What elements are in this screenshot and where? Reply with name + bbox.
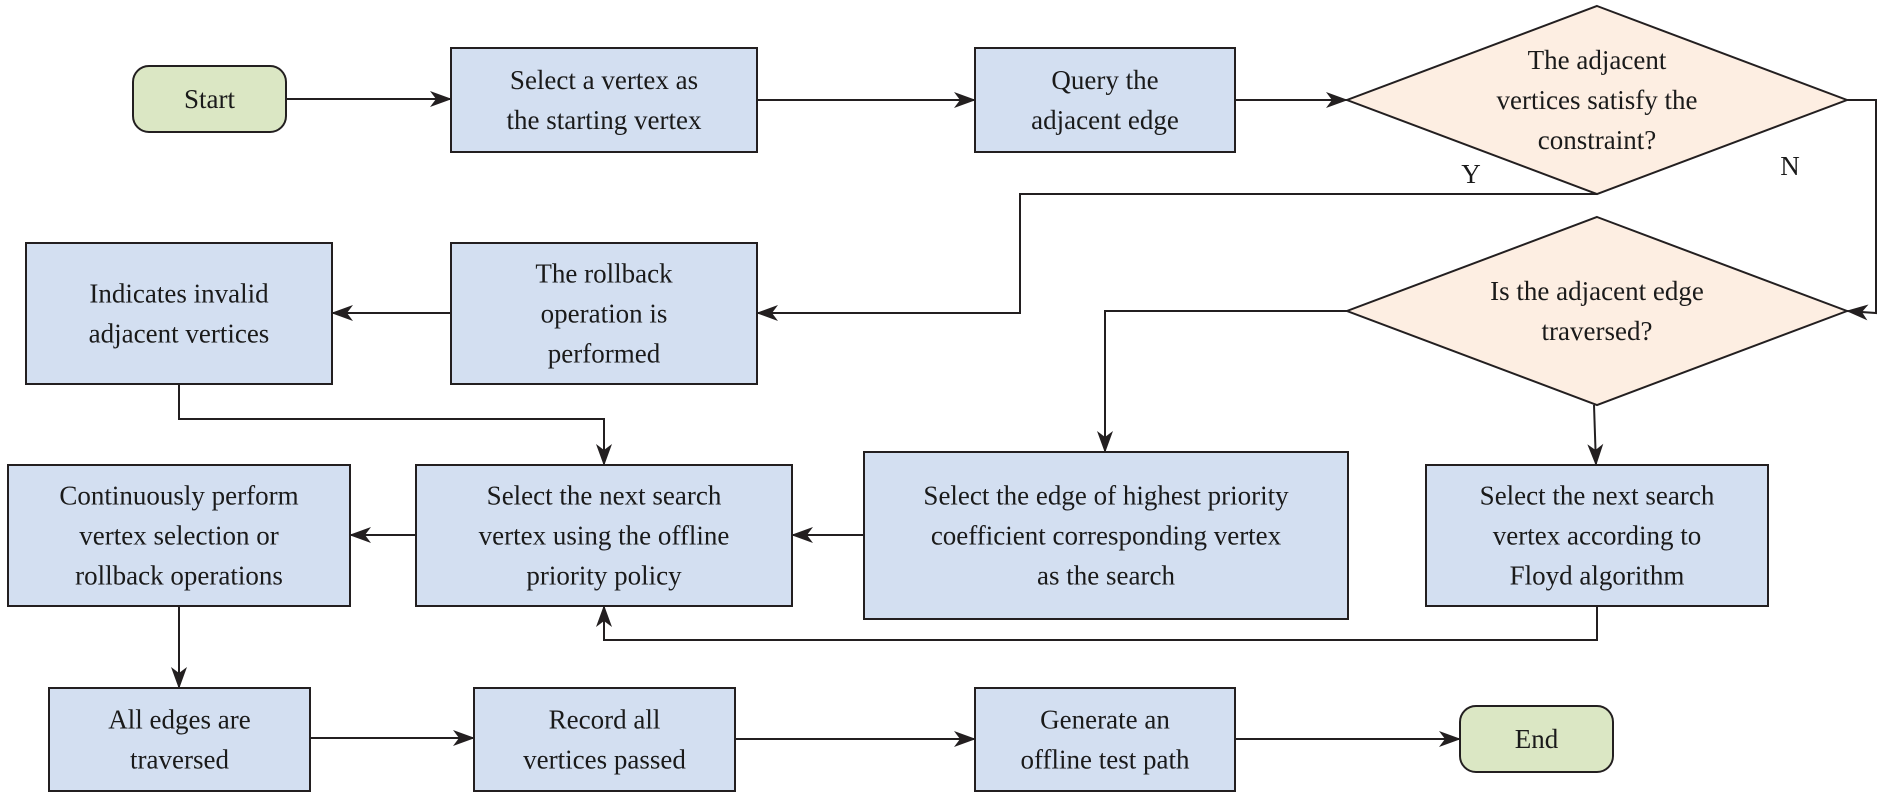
rollback-shape [450,242,758,385]
offline-priority-shape [415,464,793,607]
generate-path-label-line: offline test path [1021,745,1190,775]
start-shape [132,65,287,133]
end-label-line: End [1515,724,1559,754]
all-edges-traversed-label-line: All edges are [108,705,250,735]
node-all-edges-traversed: All edges are traversed [48,687,311,792]
constraint-decision-label-line: vertices satisfy the [1497,85,1698,115]
floyd-selection-label-line: vertex according to [1493,521,1701,551]
select-start-vertex-label-line: the starting vertex [507,105,702,135]
constraint-decision-shape [1344,4,1850,196]
node-select-start-vertex: Select a vertex as the starting vertex [450,47,758,153]
node-generate-path: Generate an offline test path [974,687,1236,792]
offline-priority-label-line: vertex using the offline [479,521,730,551]
query-adjacent-edge-shape [974,47,1236,153]
edge-traversed-decision-to-floyd-selection [1587,404,1604,466]
edge-label-constraint-decision-to-traversed-decision: N [1780,151,1800,181]
continuous-selection-label-line: rollback operations [75,561,283,591]
continuous-selection-label-line: vertex selection or [79,521,278,551]
node-end: End [1459,705,1614,773]
highest-priority-edge-label-line: coefficient corresponding vertex [931,521,1282,551]
end-shape [1459,705,1614,773]
generate-path-shape [974,687,1236,792]
select-start-vertex-label-line: Select a vertex as [510,65,698,95]
node-continuous-selection: Continuously perform vertex selection or r… [7,464,351,607]
start-label-line: Start [184,84,235,114]
node-rollback: The rollback operation is performed [450,242,758,385]
constraint-decision-label-line: The adjacent [1528,45,1667,75]
select-start-vertex-shape [450,47,758,153]
floyd-selection-label-line: Floyd algorithm [1510,561,1685,591]
edge-traversed-decision-to-highest-priority-edge [1097,310,1347,453]
traversed-decision-label-line: Is the adjacent edge [1490,276,1704,306]
edge-label-constraint-decision-to-rollback: Y [1461,159,1481,189]
floyd-selection-shape [1425,464,1769,607]
query-adjacent-edge-label-line: adjacent edge [1031,105,1179,135]
invalid-vertices-label-line: adjacent vertices [89,319,270,349]
constraint-decision-label-line: constraint? [1538,125,1656,155]
edges [171,91,1877,747]
node-query-adjacent-edge: Query the adjacent edge [974,47,1236,153]
highest-priority-edge-shape [863,451,1349,620]
edge-invalid-vertices-to-offline-priority [178,384,612,466]
continuous-selection-shape [7,464,351,607]
query-adjacent-edge-label-line: Query the [1051,65,1158,95]
highest-priority-edge-label-line: Select the edge of highest priority [923,481,1289,511]
rollback-label-line: The rollback [535,259,673,289]
all-edges-traversed-label-line: traversed [130,745,229,775]
record-vertices-shape [473,687,736,792]
highest-priority-edge-label-line: as the search [1037,561,1175,591]
rollback-label-line: operation is [541,299,668,329]
node-floyd-selection: Select the next search vertex according t… [1425,464,1769,607]
edge-floyd-selection-to-offline-priority [596,605,1598,641]
node-constraint-decision: The adjacent vertices satisfy the constrai… [1344,4,1850,196]
node-record-vertices: Record all vertices passed [473,687,736,792]
node-offline-priority: Select the next search vertex using the o… [415,464,793,607]
rollback-label-line: performed [548,339,661,369]
edge-constraint-decision-to-traversed-decision [1846,99,1877,321]
generate-path-label-line: Generate an [1040,705,1170,735]
record-vertices-label-line: Record all [549,705,661,735]
all-edges-traversed-shape [48,687,311,792]
node-start: Start [132,65,287,133]
node-traversed-decision: Is the adjacent edge traversed? [1344,215,1850,407]
invalid-vertices-label-line: Indicates invalid [89,279,269,309]
traversed-decision-shape [1344,215,1850,407]
continuous-selection-label-line: Continuously perform [59,481,298,511]
invalid-vertices-shape [25,242,333,385]
nodes: Start Select a vertex as the starting vert… [7,4,1850,792]
edge-constraint-decision-to-rollback [756,193,1597,321]
offline-priority-label-line: Select the next search [487,481,722,511]
traversed-decision-label-line: traversed? [1542,316,1653,346]
offline-priority-label-line: priority policy [526,561,682,591]
node-invalid-vertices: Indicates invalid adjacent vertices [25,242,333,385]
floyd-selection-label-line: Select the next search [1480,481,1715,511]
record-vertices-label-line: vertices passed [523,745,686,775]
node-highest-priority-edge: Select the edge of highest priority coeff… [863,451,1349,620]
